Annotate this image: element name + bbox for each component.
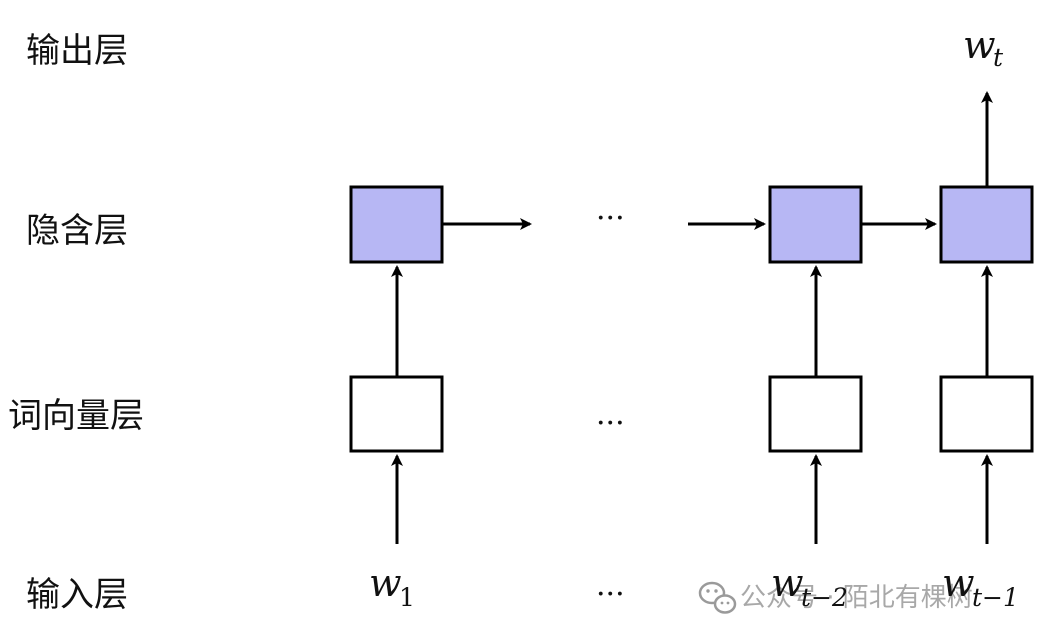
- ellipsis-hidden: ···: [596, 201, 625, 236]
- watermark-text: 公众号 · 陌北有棵树: [740, 583, 973, 613]
- token-w-t-2-sub: t−2: [801, 583, 848, 612]
- token-w-1: w 1: [369, 561, 415, 612]
- wechat-icon: [698, 581, 737, 614]
- ellipsis-embedding: ···: [596, 406, 625, 441]
- input-layer-label: 输入层: [26, 575, 128, 615]
- token-w-1-base: w: [369, 561, 402, 605]
- token-w-t-2-base: w: [771, 561, 804, 605]
- token-w-t-1: w t−1: [942, 561, 1019, 612]
- token-w-t: w t: [963, 23, 1004, 72]
- token-w-t-1-base: w: [942, 561, 975, 605]
- embedding-box-t-2: [768, 375, 863, 453]
- embedding-box-t-1: [939, 375, 1034, 453]
- token-w-t-base: w: [963, 23, 996, 67]
- hidden-box-1: [349, 185, 444, 264]
- token-w-1-sub: 1: [399, 583, 415, 612]
- hidden-box-t-1: [939, 185, 1034, 264]
- embedding-layer-label: 词向量层: [8, 396, 144, 436]
- watermark: 公众号 · 陌北有棵树: [698, 581, 973, 614]
- embedding-box-1: [349, 375, 444, 453]
- hidden-box-t-2: [768, 185, 863, 264]
- ellipsis-input: ···: [596, 577, 625, 612]
- hidden-layer-label: 隐含层: [26, 211, 128, 251]
- token-w-t-sub: t: [993, 43, 1004, 72]
- token-w-t-2: w t−2: [771, 561, 848, 612]
- output-layer-label: 输出层: [26, 31, 128, 71]
- token-w-t-1-sub: t−1: [972, 583, 1019, 612]
